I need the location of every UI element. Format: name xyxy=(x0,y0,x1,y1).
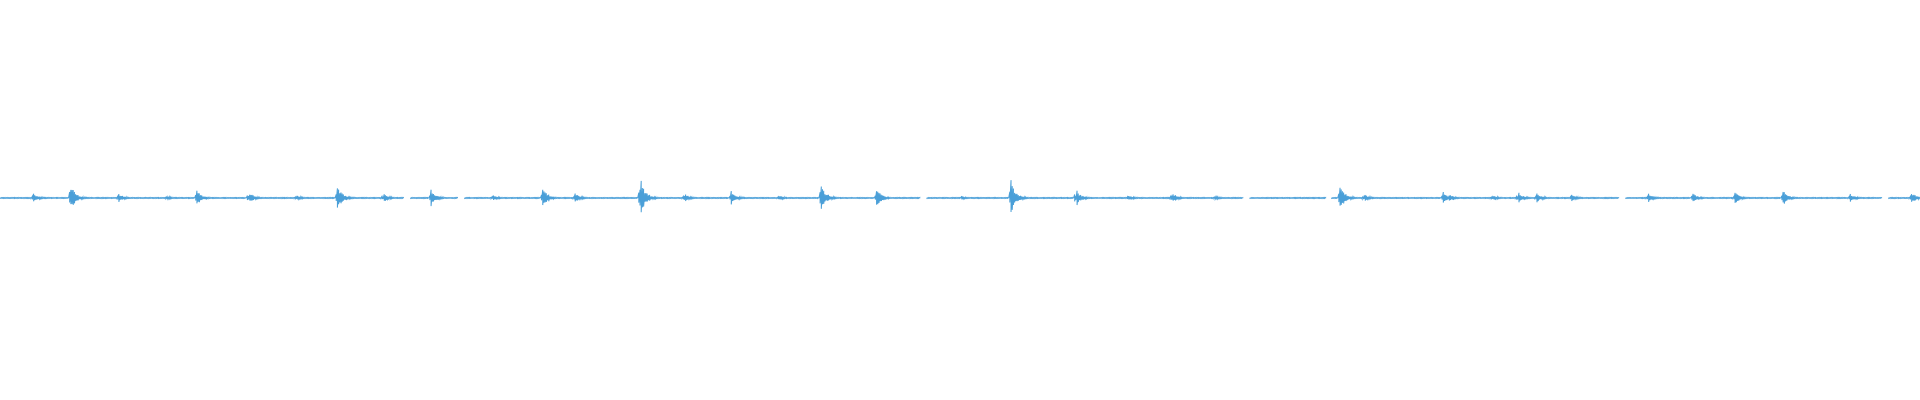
waveform-trace xyxy=(0,180,1920,213)
